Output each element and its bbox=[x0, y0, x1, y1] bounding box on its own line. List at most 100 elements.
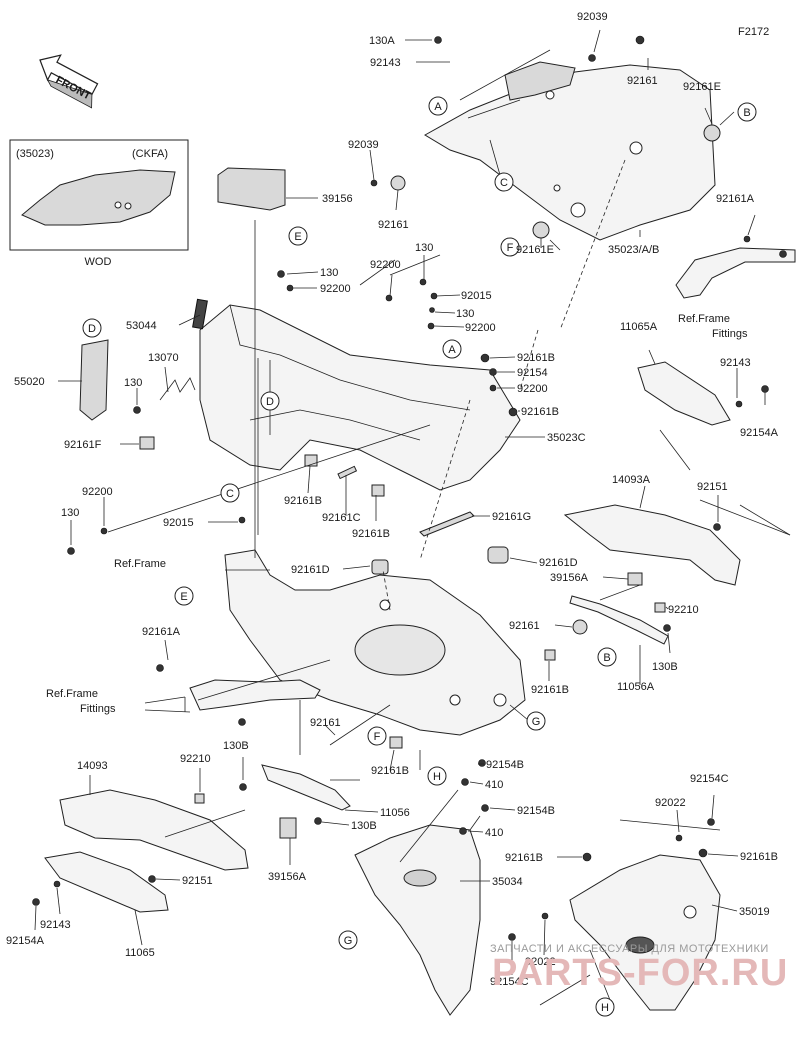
grommet-92161B-b bbox=[371, 484, 385, 497]
callout-C-upper: C bbox=[494, 172, 514, 192]
svg-text:H: H bbox=[601, 1002, 609, 1014]
label-92151-b: 92151 bbox=[182, 875, 213, 887]
watermark-caption: ЗАПЧАСТИ И АКСЕССУАРЫ ДЛЯ МОТОТЕХНИКИ bbox=[490, 943, 769, 955]
label-11056A: 11056A bbox=[617, 681, 655, 693]
callout-A-upper: A bbox=[428, 96, 448, 116]
pad-39156 bbox=[217, 167, 286, 211]
svg-text:D: D bbox=[88, 323, 96, 335]
label-130B-b: 130B bbox=[223, 740, 249, 752]
bracket-11056A bbox=[569, 595, 669, 645]
clip-92210-lower bbox=[194, 793, 205, 804]
label-92154B-b: 92154B bbox=[517, 805, 555, 817]
callout-C-lower: C bbox=[220, 483, 240, 503]
fender-35034 bbox=[354, 824, 481, 1016]
callout-F-upper: F bbox=[500, 237, 520, 257]
subframe-lower bbox=[224, 549, 526, 736]
svg-text:G: G bbox=[532, 716, 541, 728]
label-13070: 13070 bbox=[148, 352, 179, 364]
label-92161B-c: 92161B bbox=[284, 495, 322, 507]
label-92210: 92210 bbox=[668, 604, 699, 616]
label-92161D-b: 92161D bbox=[539, 557, 578, 569]
variant-inset: (35023) (CKFA) bbox=[9, 139, 189, 251]
label-92039-b: 92039 bbox=[348, 139, 379, 151]
label-92161B: 92161B bbox=[517, 352, 555, 364]
reflector-11065 bbox=[44, 851, 169, 913]
diagram-id: F2172 bbox=[738, 26, 769, 38]
label-92200-d: 92200 bbox=[517, 383, 548, 395]
label-92161E-b: 92161E bbox=[516, 244, 554, 256]
label-92210-b: 92210 bbox=[180, 753, 211, 765]
spacer-39156A-lower bbox=[279, 817, 297, 839]
label-410: 410 bbox=[485, 779, 503, 791]
svg-text:D: D bbox=[266, 396, 274, 408]
subframe-upper bbox=[199, 304, 521, 491]
clip-92210 bbox=[654, 602, 666, 613]
clip-92161F bbox=[139, 436, 155, 450]
label-14093A: 14093A bbox=[612, 474, 651, 486]
bracket-11056 bbox=[261, 764, 351, 811]
label-92161-d: 92161 bbox=[310, 717, 341, 729]
fittings-label-upper: Fittings bbox=[712, 328, 748, 340]
label-92161B-d: 92161B bbox=[352, 528, 390, 540]
grommet-92161D-left bbox=[371, 559, 389, 575]
part-labels: 130A 92143 92039 92161 92161E 92039 9216… bbox=[6, 11, 779, 988]
svg-text:E: E bbox=[294, 231, 301, 243]
label-92161B-b: 92161B bbox=[521, 406, 559, 418]
grommet-92161B-a bbox=[304, 454, 318, 467]
svg-text:G: G bbox=[344, 935, 353, 947]
label-92154A: 92154A bbox=[740, 427, 779, 439]
label-92161B-e: 92161B bbox=[531, 684, 569, 696]
rear-fender-top bbox=[424, 61, 716, 241]
callout-G-upper: G bbox=[526, 711, 546, 731]
label-92200: 92200 bbox=[320, 283, 351, 295]
label-92161F: 92161F bbox=[64, 439, 102, 451]
label-92022: 92022 bbox=[655, 797, 686, 809]
grommet-92161B-c bbox=[389, 736, 403, 749]
grommet-92161E-a bbox=[703, 124, 721, 142]
svg-text:C: C bbox=[226, 488, 234, 500]
front-arrow-icon bbox=[39, 54, 99, 109]
label-39156A: 39156A bbox=[550, 572, 589, 584]
fender-35019 bbox=[569, 854, 721, 1011]
callout-D-mid: D bbox=[260, 391, 280, 411]
label-92154B: 92154B bbox=[486, 759, 524, 771]
inset-right-code: (CKFA) bbox=[132, 148, 168, 160]
clip-92161C bbox=[337, 465, 358, 480]
ref-frame-label-lower: Ref.Frame bbox=[114, 558, 166, 570]
label-130B-c: 130B bbox=[351, 820, 377, 832]
callout-F-lower: F bbox=[367, 726, 387, 746]
ref-frame-fittings-label-upper: Ref.Frame bbox=[678, 313, 730, 325]
grommet-92161D-right bbox=[487, 546, 509, 564]
label-92154C-b: 92154C bbox=[490, 976, 529, 988]
label-130B: 130B bbox=[652, 661, 678, 673]
label-130-c: 130 bbox=[456, 308, 474, 320]
label-53044: 53044 bbox=[126, 320, 157, 332]
fittings-upper-right bbox=[675, 247, 796, 299]
svg-text:E: E bbox=[180, 591, 187, 603]
cover-14093A bbox=[563, 504, 741, 586]
label-92143-c: 92143 bbox=[40, 919, 71, 931]
inset-left-code: (35023) bbox=[16, 148, 54, 160]
callout-B-upper: B bbox=[737, 102, 757, 122]
label-130-b: 130 bbox=[320, 267, 338, 279]
label-92161B-g: 92161B bbox=[740, 851, 778, 863]
label-92143-b: 92143 bbox=[720, 357, 751, 369]
label-92161-b: 92161 bbox=[378, 219, 409, 231]
svg-text:H: H bbox=[433, 771, 441, 783]
svg-text:C: C bbox=[500, 177, 508, 189]
callout-A-lower: A bbox=[442, 339, 462, 359]
label-92022-b: 92022 bbox=[525, 956, 556, 968]
label-92161B-f: 92161B bbox=[371, 765, 409, 777]
callout-H-lower: H bbox=[595, 997, 615, 1017]
label-92161-c: 92161 bbox=[509, 620, 540, 632]
svg-text:B: B bbox=[743, 107, 750, 119]
svg-text:B: B bbox=[603, 652, 610, 664]
label-92161B-h: 92161B bbox=[505, 852, 543, 864]
callout-D-left: D bbox=[82, 318, 102, 338]
label-92161: 92161 bbox=[627, 75, 658, 87]
inset-caption: WOD bbox=[85, 256, 112, 268]
svg-text:A: A bbox=[434, 101, 442, 113]
grommet-92161-right bbox=[572, 619, 588, 635]
label-92161E: 92161E bbox=[683, 81, 721, 93]
